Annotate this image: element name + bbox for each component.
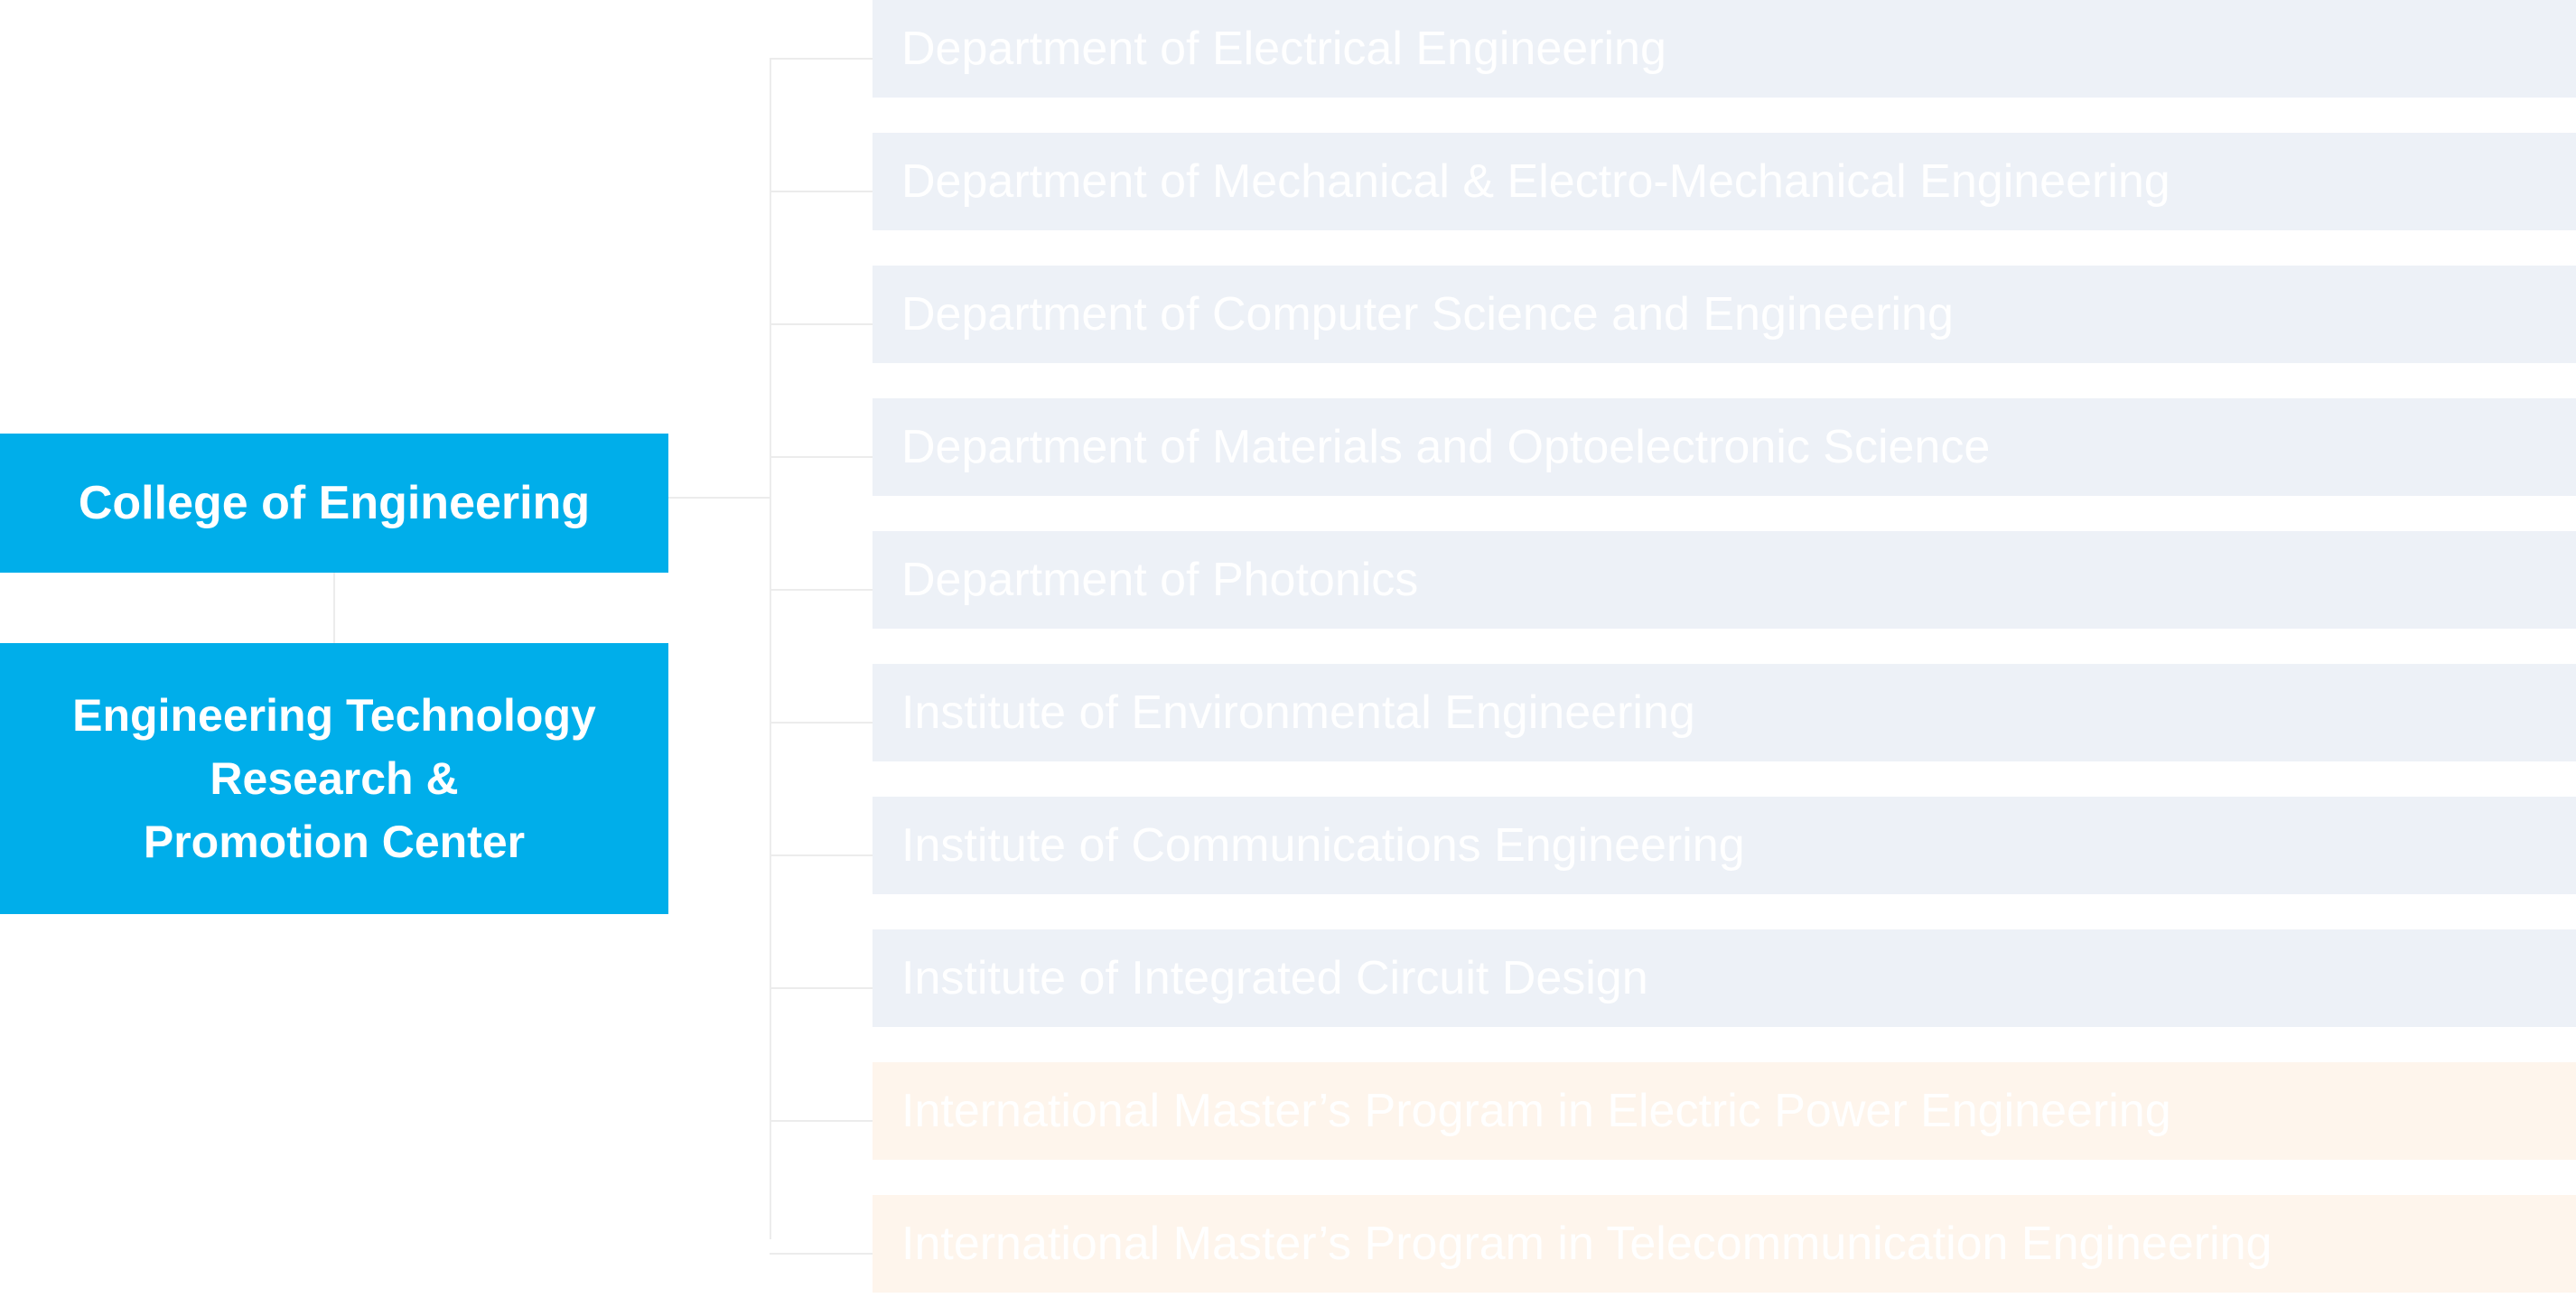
branch-label: Institute of Integrated Circuit Design xyxy=(901,952,1648,1004)
connector-root-to-sub xyxy=(333,573,335,643)
connector-stub-3 xyxy=(770,323,873,325)
branch-item-4: Department of Materials and Optoelectron… xyxy=(873,398,2576,496)
sub-label-line-2: Research & xyxy=(210,753,459,804)
branch-item-5: Department of Photonics xyxy=(873,531,2576,629)
college-of-engineering-box: College of Engineering xyxy=(0,434,668,573)
root-label: College of Engineering xyxy=(78,477,591,529)
branch-item-1: Department of Electrical Engineering xyxy=(873,0,2576,98)
sub-label-line-3: Promotion Center xyxy=(143,817,526,867)
connector-root-to-trunk xyxy=(668,497,771,499)
branch-label: International Master’s Program in Teleco… xyxy=(901,1218,2273,1270)
sub-label-line-1: Engineering Technology xyxy=(72,690,596,741)
connector-stub-10 xyxy=(770,1253,873,1255)
branch-label: Department of Photonics xyxy=(901,554,1419,606)
connector-stub-1 xyxy=(770,58,873,60)
branch-item-6: Institute of Environmental Engineering xyxy=(873,664,2576,761)
research-promotion-center-box: Engineering Technology Research & Promot… xyxy=(0,643,668,914)
branch-label: Department of Electrical Engineering xyxy=(901,23,1666,75)
connector-stub-4 xyxy=(770,456,873,458)
connector-trunk xyxy=(770,58,771,1239)
connector-stub-7 xyxy=(770,854,873,856)
branch-label: International Master’s Program in Electr… xyxy=(901,1085,2171,1137)
branch-label: Department of Mechanical & Electro-Mecha… xyxy=(901,155,2170,208)
branch-item-2: Department of Mechanical & Electro-Mecha… xyxy=(873,133,2576,230)
branch-item-7: Institute of Communications Engineering xyxy=(873,797,2576,894)
connector-stub-9 xyxy=(770,1120,873,1122)
branch-item-9: International Master’s Program in Electr… xyxy=(873,1062,2576,1160)
branch-item-10: International Master’s Program in Teleco… xyxy=(873,1195,2576,1293)
connector-stub-5 xyxy=(770,589,873,591)
branch-item-3: Department of Computer Science and Engin… xyxy=(873,266,2576,363)
connector-stub-6 xyxy=(770,722,873,724)
connector-stub-8 xyxy=(770,987,873,989)
branch-item-8: Institute of Integrated Circuit Design xyxy=(873,929,2576,1027)
connector-stub-2 xyxy=(770,191,873,192)
branch-label: Institute of Environmental Engineering xyxy=(901,686,1695,739)
branch-label: Department of Computer Science and Engin… xyxy=(901,288,1954,341)
branch-label: Institute of Communications Engineering xyxy=(901,819,1745,872)
branch-label: Department of Materials and Optoelectron… xyxy=(901,421,1991,473)
